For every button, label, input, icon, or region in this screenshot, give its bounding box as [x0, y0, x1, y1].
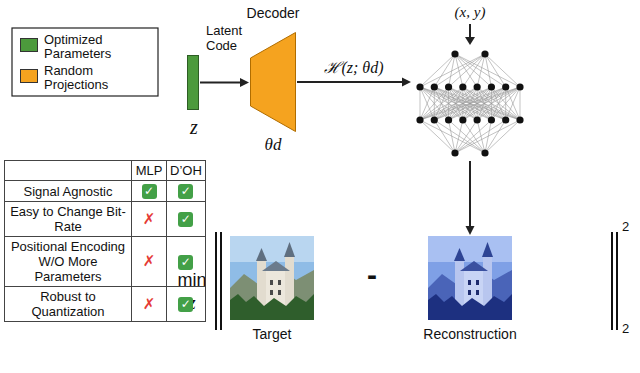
row-header: Easy to Change Bit-Rate [10, 204, 126, 234]
flow-arrow [297, 78, 411, 87]
check-mark: ✓ [142, 184, 157, 199]
target-image: Target [230, 236, 314, 320]
mlp-network: (x, y) [412, 46, 528, 160]
comparison-table: MLPD’OHSignal Agnostic✓✓Easy to Change B… [4, 160, 206, 322]
norm-subscript: 2 [622, 322, 634, 337]
node-sublabel: θd [233, 135, 313, 155]
legend-text: Random Projections [44, 64, 154, 92]
mlp-graph [416, 50, 523, 156]
table-cell: ✓ [167, 202, 206, 237]
table-cell: Easy to Change Bit-Rate [5, 202, 132, 237]
table-row: MLP D’OH [5, 161, 206, 181]
table-cell: ✗ [132, 237, 167, 287]
castle-reconstruction [428, 236, 512, 320]
column-header: D’OH [170, 163, 202, 178]
minus-sign: - [352, 258, 392, 293]
flow-arrow [200, 78, 249, 87]
input-arrow [465, 24, 475, 45]
node-label: Target [222, 326, 322, 342]
cross-mark: ✗ [143, 297, 156, 312]
castle-photo [230, 236, 314, 320]
legend-swatch [20, 69, 38, 83]
table-cell: ✗ [132, 202, 167, 237]
norm-exponent: 2 [622, 220, 634, 235]
table-cell: ✓ [167, 287, 206, 322]
row-header: Positional Encoding W/O More Parameters [11, 239, 125, 284]
node-label: Decoder [225, 5, 321, 21]
table-cell: ✗ [132, 287, 167, 322]
reconstruction-image: Reconstruction [428, 236, 512, 320]
edge-label: ℋ(z; θd) [322, 56, 385, 78]
check-mark: ✓ [178, 212, 193, 227]
table-cell: D’OH [167, 161, 206, 181]
decoder-shape [250, 32, 296, 132]
node-label: Reconstruction [400, 326, 540, 342]
table-cell [5, 161, 132, 181]
node-sublabel: z [180, 116, 208, 139]
norm-bars [216, 232, 617, 330]
node-label: Latent Code [206, 23, 252, 53]
table-row: Robust to Quantization ✗ ✓ [5, 287, 206, 322]
table-cell: ✓ [167, 181, 206, 202]
node-label: (x, y) [420, 4, 520, 21]
table-cell: ✓ [132, 181, 167, 202]
legend-swatch [20, 38, 38, 52]
table-row: Signal Agnostic ✓ ✓ [5, 181, 206, 202]
check-mark: ✓ [178, 184, 193, 199]
min-operator: min [170, 270, 214, 291]
legend-frame [12, 28, 158, 96]
table-cell: Signal Agnostic [5, 181, 132, 202]
table-row: Positional Encoding W/O More Parameters ✗… [5, 237, 206, 287]
table-row: Easy to Change Bit-Rate ✗ ✓ [5, 202, 206, 237]
cross-mark: ✗ [143, 254, 156, 269]
check-mark: ✓ [178, 255, 193, 270]
table-cell: ✓ [167, 237, 206, 287]
row-header: Robust to Quantization [32, 289, 105, 319]
row-header: Signal Agnostic [24, 184, 113, 199]
latent-code-bar: Latent Codez [187, 55, 199, 110]
decoder-trapezoid: Decoderθd [250, 32, 296, 132]
flow-arrow [466, 161, 475, 235]
table-cell: MLP [132, 161, 167, 181]
table-cell: Positional Encoding W/O More Parameters [5, 237, 132, 287]
legend-text: Optimized Parameters [44, 33, 154, 61]
table-cell: Robust to Quantization [5, 287, 132, 322]
check-mark: ✓ [178, 297, 193, 312]
column-header: MLP [136, 163, 163, 178]
cross-mark: ✗ [143, 212, 156, 227]
